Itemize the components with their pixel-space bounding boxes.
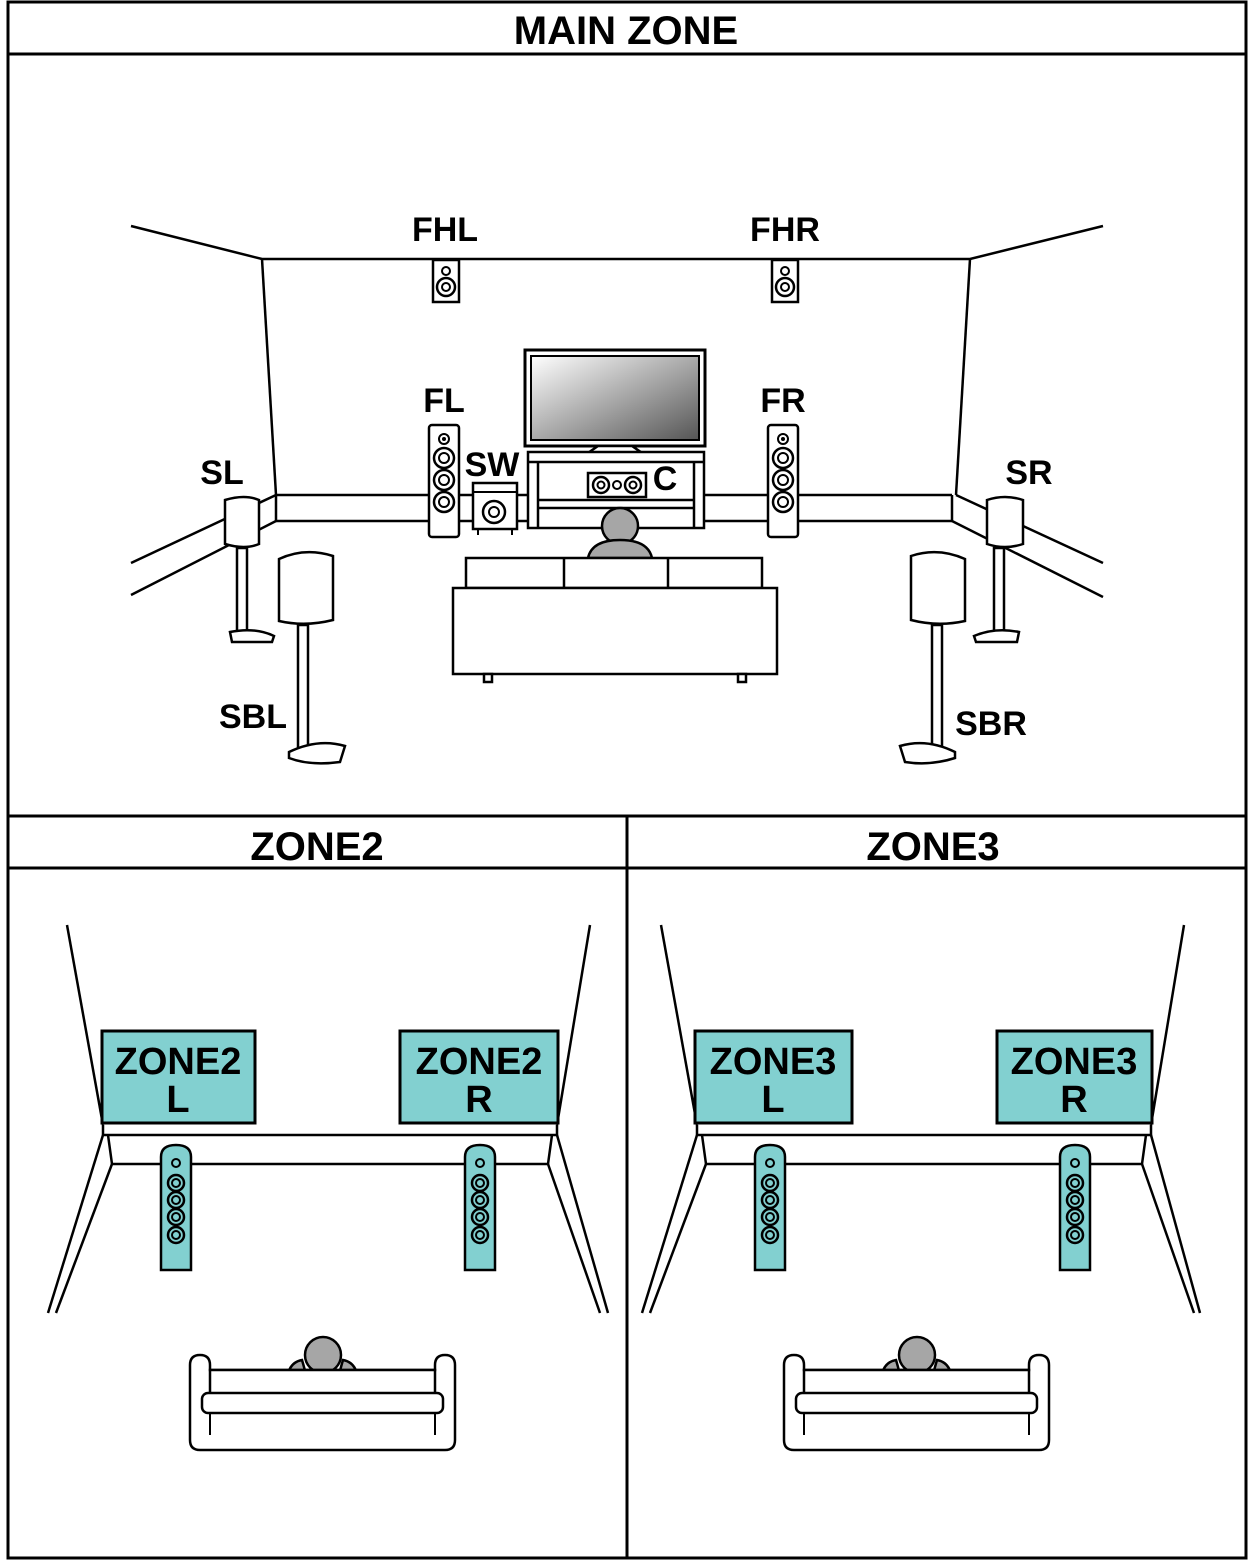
zone2-left-channel: L xyxy=(166,1079,189,1121)
zone3-right-box: ZONE3 R xyxy=(995,1029,1154,1125)
zone2-title: ZONE2 xyxy=(250,825,383,869)
sr-speaker-icon xyxy=(972,495,1025,644)
zone3-room-outline xyxy=(640,924,1202,1314)
sbr-label: SBR xyxy=(955,705,1027,743)
subwoofer-icon xyxy=(471,481,519,535)
fl-label: FL xyxy=(423,382,465,420)
zone2-right-title: ZONE2 xyxy=(416,1041,543,1083)
sbr-speaker-icon xyxy=(898,550,967,765)
fr-speaker-icon xyxy=(766,423,800,539)
sl-label: SL xyxy=(200,454,243,492)
zone3-left-box: ZONE3 L xyxy=(693,1029,854,1125)
center-speaker-icon xyxy=(586,471,648,499)
sw-label: SW xyxy=(465,446,521,484)
zone2-left-box: ZONE2 L xyxy=(100,1029,257,1125)
zone3-left-speaker-icon xyxy=(753,1143,787,1272)
center-label: C xyxy=(653,460,678,498)
fhr-label: FHR xyxy=(750,211,820,249)
sbl-speaker-icon xyxy=(277,550,347,765)
zone2-right-channel: R xyxy=(465,1079,492,1121)
zone3-right-title: ZONE3 xyxy=(1011,1041,1138,1083)
zone2-left-title: ZONE2 xyxy=(115,1041,242,1083)
zone3-right-channel: R xyxy=(1060,1079,1087,1121)
fhr-speaker-icon xyxy=(770,258,800,304)
zone2-left-speaker-icon xyxy=(159,1143,193,1272)
zone2-right-box: ZONE2 R xyxy=(398,1029,560,1125)
sbl-label: SBL xyxy=(219,698,287,736)
zone3-left-title: ZONE3 xyxy=(710,1041,837,1083)
zone2-right-speaker-icon xyxy=(463,1143,497,1272)
main-listener-icon xyxy=(586,506,654,560)
zone3-listener-couch-icon xyxy=(782,1335,1051,1452)
zone3-right-speaker-icon xyxy=(1058,1143,1092,1272)
fr-label: FR xyxy=(760,382,805,420)
zone2-room-outline xyxy=(46,924,610,1314)
main-zone-title: MAIN ZONE xyxy=(514,9,738,53)
zone3-title: ZONE3 xyxy=(866,825,999,869)
fl-speaker-icon xyxy=(427,423,461,539)
zone2-listener-couch-icon xyxy=(188,1335,457,1452)
sr-label: SR xyxy=(1005,454,1052,492)
sl-speaker-icon xyxy=(223,495,276,644)
tv-icon xyxy=(523,348,707,457)
fhl-label: FHL xyxy=(412,211,478,249)
fhl-speaker-icon xyxy=(431,258,461,304)
zone3-left-channel: L xyxy=(761,1079,784,1121)
main-couch-icon xyxy=(451,556,779,684)
